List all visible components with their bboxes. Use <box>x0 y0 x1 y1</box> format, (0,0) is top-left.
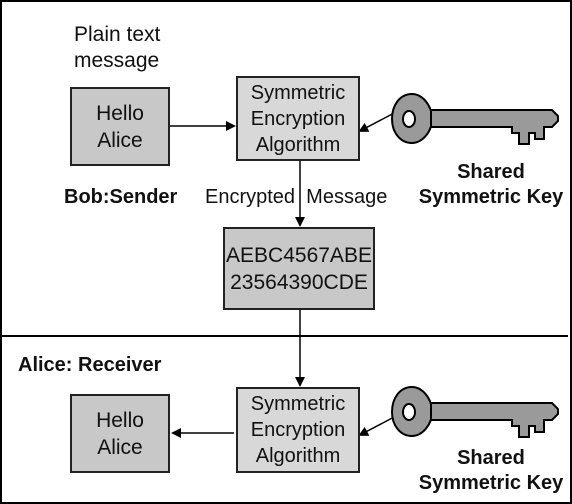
receiver-role-label: Alice: Receiver <box>18 354 162 376</box>
shared-key-bottom-line2: Symmetric Key <box>418 472 564 494</box>
plaintext-line2: Alice <box>97 128 143 152</box>
shared-key-bottom-line1: Shared <box>457 447 525 469</box>
encryption-algorithm-box: Symmetric Encryption Algorithm <box>236 76 360 161</box>
shared-key-label-bottom: Shared Symmetric Key <box>412 446 570 496</box>
decryption-line2: Encryption <box>250 419 346 441</box>
ciphertext-box: AEBC4567ABE 23564390CDE <box>223 227 375 310</box>
ciphertext-line1: AEBC4567ABE <box>226 243 372 267</box>
encrypted-message-label: Encrypted Message <box>205 186 388 208</box>
plaintext-label: Plain text message <box>74 22 160 74</box>
plaintext-label-line2: message <box>74 49 160 72</box>
arrow-key-to-decryption <box>358 415 397 436</box>
plaintext-box: Hello Alice <box>70 87 170 166</box>
encryption-line2: Encryption <box>250 107 346 130</box>
decrypted-line1: Hello <box>96 408 144 432</box>
shared-key-top-line1: Shared <box>457 161 525 183</box>
ciphertext-line2: 23564390CDE <box>230 270 368 294</box>
sender-role-label: Bob:Sender <box>64 186 178 208</box>
shared-key-label-top: Shared Symmetric Key <box>412 160 570 210</box>
shared-key-top-line2: Symmetric Key <box>418 186 564 208</box>
plaintext-line1: Hello <box>96 101 144 125</box>
decrypted-plaintext-box: Hello Alice <box>70 394 170 473</box>
decryption-algorithm-box: Symmetric Encryption Algorithm <box>236 387 360 473</box>
decryption-line3: Algorithm <box>255 445 341 467</box>
plaintext-label-line1: Plain text <box>74 23 161 46</box>
decryption-line1: Symmetric <box>250 393 346 415</box>
key-icon <box>390 92 559 145</box>
key-icon <box>390 385 559 438</box>
encryption-line3: Algorithm <box>255 133 341 156</box>
decrypted-line2: Alice <box>97 435 143 459</box>
encryption-line1: Symmetric <box>250 81 346 104</box>
arrow-key-to-encryption <box>358 111 397 132</box>
